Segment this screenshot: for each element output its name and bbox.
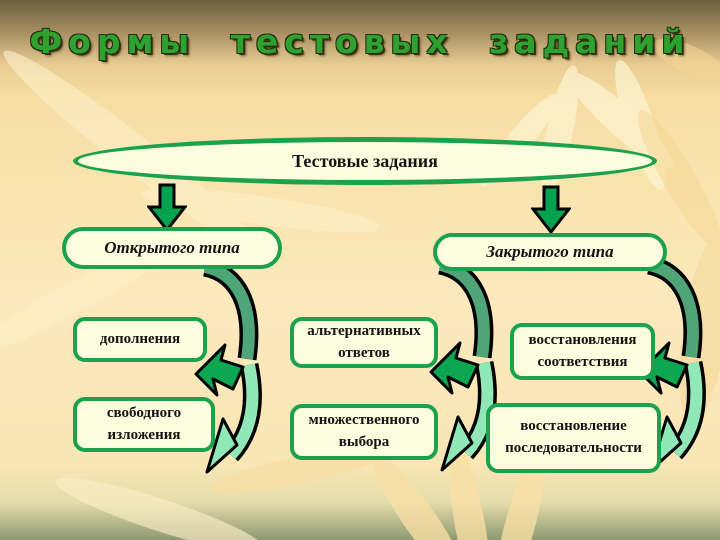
root-node: Тестовые задания [73,137,657,185]
branch-open-type: Открытого типа [62,227,282,269]
curved-arrow-open-branch [194,261,262,474]
down-arrow-right-icon [531,185,571,235]
node-free-response: свободного изложения [73,397,215,452]
node-multiple-choice: множественного выбора [290,404,438,460]
node-matching: восстановления соответствия [510,323,655,380]
down-arrow-left-icon [147,183,187,233]
node-alternative-answers: альтернативных ответов [290,317,438,368]
curved-arrow-closed-branch-2 [638,259,706,472]
node-supplement: дополнения [73,317,207,362]
node-sequencing: восстановление последовательности [486,403,661,473]
branch-closed-type: Закрытого типа [433,233,667,271]
slide-title: Формы тестовых заданий [29,22,691,61]
